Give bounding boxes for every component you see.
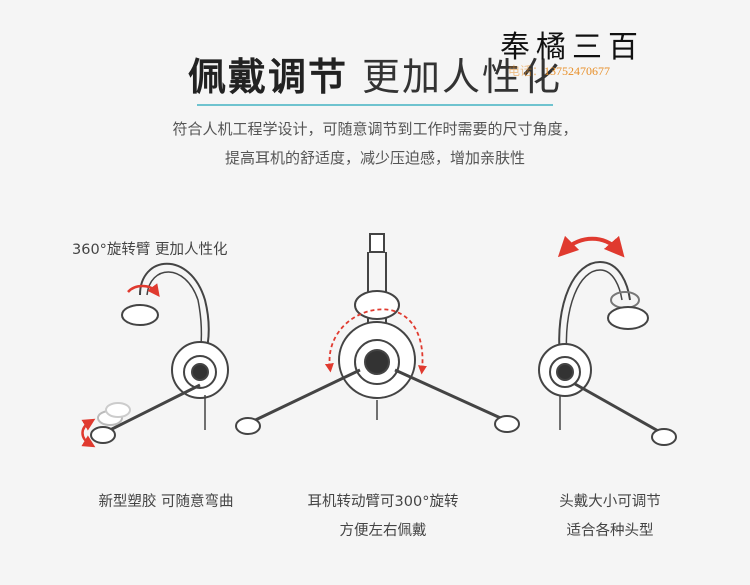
- phone-number: 13752470677: [544, 64, 611, 78]
- title-bold: 佩戴调节: [187, 55, 348, 99]
- title-underline: [197, 104, 553, 106]
- phone-watermark: 电话：13752470677: [508, 62, 610, 79]
- adjust-arrow-icon: [557, 235, 625, 258]
- description-line-2: 提高耳机的舒适度，减少压迫感，增加亲肤性: [224, 149, 525, 167]
- headset-right-illustration: [538, 260, 677, 446]
- headset-left-illustration: [90, 262, 229, 444]
- headset-middle-illustration: [235, 233, 520, 435]
- rotate-300-arrow-icon: [324, 308, 427, 375]
- brand-watermark: 奉橘三百: [500, 30, 644, 65]
- page-title: 佩戴调节更加人性化: [0, 46, 750, 101]
- phone-label: 电话：: [508, 64, 545, 78]
- rotate-arrow-icon: [81, 283, 160, 448]
- description-line-1: 符合人机工程学设计，可随意调节到工作时需要的尺寸角度，: [172, 120, 578, 138]
- caption-headband-line2: 适合各种头型: [566, 523, 654, 539]
- caption-rotating-arm-line1: 耳机转动臂可300°旋转: [307, 494, 459, 510]
- title-light: 更加人性化: [362, 55, 563, 99]
- rotation-arm-label: 360°旋转臂 更加人性化: [72, 242, 228, 258]
- caption-headband-line1: 头戴大小可调节: [559, 494, 661, 510]
- caption-rotating-arm-line2: 方便左右佩戴: [339, 523, 427, 539]
- caption-flexible-plastic: 新型塑胶 可随意弯曲: [98, 494, 234, 510]
